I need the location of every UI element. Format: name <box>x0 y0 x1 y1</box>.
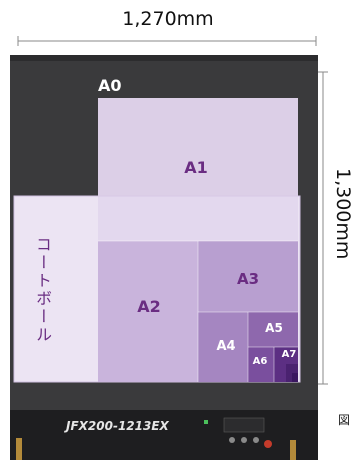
a1-outline <box>98 98 298 241</box>
control-panel-strip <box>10 410 318 460</box>
coat-ball-label: コートボール <box>33 236 52 344</box>
width-dimension-label: 1,270mm <box>122 8 214 30</box>
machine-model-label: JFX200-1213EX <box>66 419 169 433</box>
control-buttons <box>204 417 272 448</box>
bed-surface-shade <box>10 55 318 61</box>
panel-left-bracket <box>16 438 22 460</box>
size-dividers <box>98 240 298 382</box>
a4-label: A4 <box>216 339 236 354</box>
a5-area <box>248 312 298 347</box>
width-dimension-line <box>17 36 317 46</box>
height-dimension-line <box>318 71 328 385</box>
a5-label: A5 <box>265 321 283 335</box>
a1-label: A1 <box>184 158 208 177</box>
figure-label: 図 <box>338 413 351 427</box>
a2-label: A2 <box>137 297 161 316</box>
a6-label: A6 <box>252 356 268 367</box>
a3-area <box>198 241 298 312</box>
a3-label: A3 <box>236 270 260 288</box>
height-dimension-label: 1,300mm <box>332 168 352 260</box>
a0-label: A0 <box>98 76 122 95</box>
a6-area <box>248 347 274 382</box>
a9-area <box>292 373 298 382</box>
a4-area <box>198 312 248 382</box>
panel-right-bracket <box>290 440 296 460</box>
a7-label: A7 <box>281 349 297 360</box>
